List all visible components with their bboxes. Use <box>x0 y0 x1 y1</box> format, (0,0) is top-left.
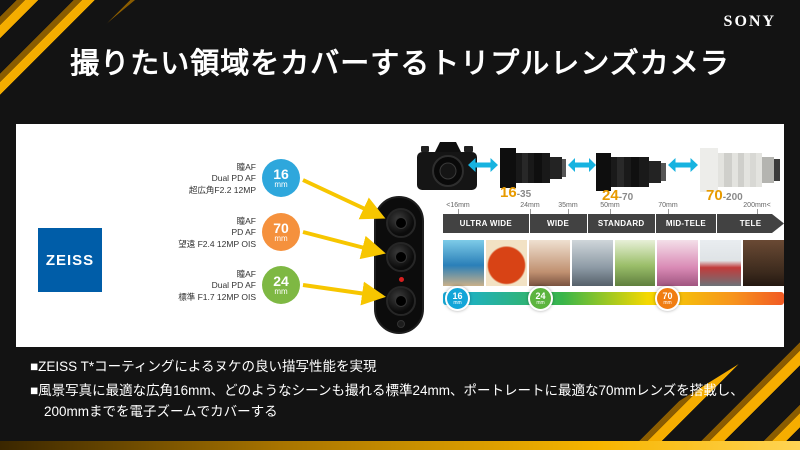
gradient-marker-70mm: 70 mm <box>655 286 680 311</box>
range-main: 16 <box>500 184 517 201</box>
photo-train <box>700 240 742 286</box>
photo-dog <box>614 240 656 286</box>
bullet-zeiss-coating: ■ZEISS T*コーティングによるヌケの良い描写性能を実現 <box>30 359 377 374</box>
spec-line: 瞳AF <box>236 269 256 279</box>
slide-title: 撮りたい領域をカバーするトリプルレンズカメラ <box>70 48 730 80</box>
spec-line: 瞳AF <box>236 162 256 172</box>
bottom-accent-bar <box>0 441 800 450</box>
zone-mid-tele: MID-TELE <box>656 214 717 233</box>
spec-line: 瞳AF <box>236 216 256 226</box>
focal-unit: mm <box>274 287 288 296</box>
zone-ultra-wide: ULTRA WIDE <box>443 214 530 233</box>
summary-bullets: ■ZEISS T*コーティングによるヌケの良い描写性能を実現 ■風景写真に最適な… <box>30 357 778 426</box>
range-rest: -70 <box>618 192 634 203</box>
zeiss-logo: ZEISS <box>38 228 102 292</box>
bullet-lens-lineup: ■風景写真に最適な広角16mm、どのようなシーンも撮れる標準24mm、ポートレー… <box>30 382 744 419</box>
gradient-marker-16mm: 16 mm <box>445 286 470 311</box>
focal-zone-bar: ULTRA WIDE WIDE STANDARD MID-TELE TELE <box>443 214 784 233</box>
photo-street <box>571 240 613 286</box>
zone-tele: TELE <box>739 219 762 228</box>
tick-mark <box>610 209 611 214</box>
lens-24-70-image <box>596 150 666 199</box>
tick-mark <box>530 209 531 214</box>
spec-line: 超広角F2.2 12MP <box>188 184 256 195</box>
focal-value: 24 <box>273 273 289 289</box>
scale-tick-35mm: 35mm <box>558 202 578 209</box>
range-label-16-35: 16-35 <box>500 184 531 202</box>
content-panel: ZEISS 瞳AF Dual PD AF 超広角F2.2 12MP 16 mm … <box>16 124 784 347</box>
module-sensor-dot <box>397 320 405 328</box>
tick-mark <box>458 209 459 214</box>
arrow-16mm-to-lens <box>302 178 386 220</box>
marker-unit: mm <box>663 299 672 306</box>
spec-line: 望遠 F2.4 12MP OIS <box>178 238 256 249</box>
focal-gradient-bar <box>443 292 784 305</box>
focal-unit: mm <box>274 234 288 243</box>
camera-body-image <box>415 136 479 201</box>
sample-photo-strip <box>443 240 784 286</box>
range-label-24-70: 24-70 <box>602 187 633 205</box>
marker-unit: mm <box>536 299 545 306</box>
lens-16-35-image <box>500 144 566 197</box>
zone-standard: STANDARD <box>588 214 656 233</box>
module-lens-middle <box>386 242 416 272</box>
marker-value: 70 <box>662 290 673 301</box>
photo-landscape <box>443 240 484 286</box>
marker-value: 16 <box>452 290 463 301</box>
photo-food <box>485 240 527 286</box>
module-lens-bottom <box>386 286 416 316</box>
range-main: 24 <box>602 187 619 204</box>
marker-unit: mm <box>453 299 462 306</box>
focal-value: 16 <box>273 166 289 182</box>
module-red-mark <box>399 277 404 282</box>
scale-tick-50mm: 50mm <box>600 202 620 209</box>
focal-badge-16mm: 16 mm <box>262 159 300 197</box>
tick-mark <box>757 209 758 214</box>
spec-line: Dual PD AF <box>211 173 256 184</box>
range-label-70-200: 70-200 <box>706 187 743 205</box>
focal-badge-70mm: 70 mm <box>262 213 300 251</box>
swap-arrow-icon <box>468 158 498 172</box>
triple-lens-module-image <box>374 196 424 334</box>
focal-value: 70 <box>273 220 289 236</box>
module-lens-top <box>386 208 416 238</box>
arrow-24mm-to-lens <box>302 281 386 306</box>
spec-telephoto: 瞳AF PD AF 望遠 F2.4 12MP OIS <box>106 216 256 250</box>
tick-mark <box>668 209 669 214</box>
swap-arrow-icon <box>568 158 596 172</box>
zone-wide: WIDE <box>530 214 588 233</box>
sony-logo: SONY <box>723 13 776 30</box>
lens-70-200-image <box>700 146 780 199</box>
spec-line: 標準 F1.7 12MP OIS <box>178 291 256 302</box>
arrow-70mm-to-lens <box>302 230 386 260</box>
range-rest: -35 <box>516 189 532 200</box>
spec-ultrawide: 瞳AF Dual PD AF 超広角F2.2 12MP <box>106 162 256 196</box>
spec-standard: 瞳AF Dual PD AF 標準 F1.7 12MP OIS <box>106 269 256 303</box>
range-main: 70 <box>706 187 723 204</box>
scale-tick-200mm: 200mm< <box>743 202 771 209</box>
swap-arrow-icon <box>668 158 698 172</box>
spec-line: PD AF <box>231 227 256 238</box>
scale-tick-70mm: 70mm <box>658 202 678 209</box>
range-rest: -200 <box>722 192 743 203</box>
gradient-marker-24mm: 24 mm <box>528 286 553 311</box>
focal-badge-24mm: 24 mm <box>262 266 300 304</box>
photo-wildlife <box>743 240 784 286</box>
focal-unit: mm <box>274 180 288 189</box>
marker-value: 24 <box>535 290 546 301</box>
spec-line: Dual PD AF <box>211 280 256 291</box>
photo-portrait <box>528 240 570 286</box>
scale-tick-16mm: <16mm <box>446 202 470 209</box>
tick-mark <box>568 209 569 214</box>
photo-flowers <box>657 240 699 286</box>
scale-tick-24mm: 24mm <box>520 202 540 209</box>
